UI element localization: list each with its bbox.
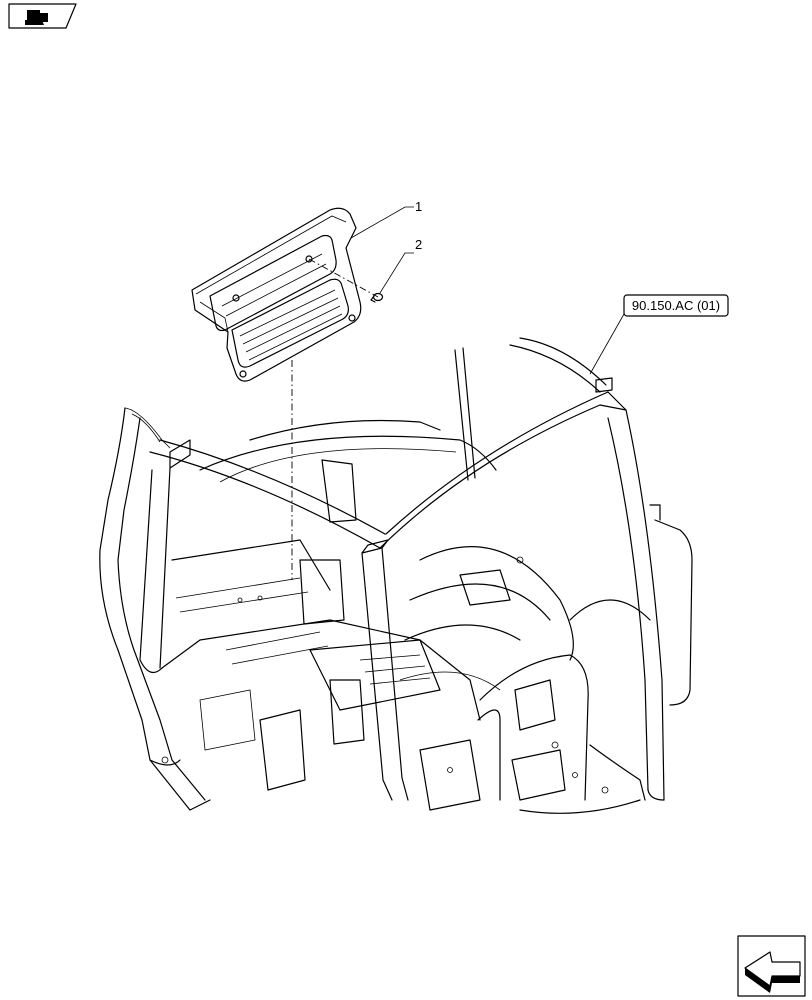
callout-2: 2 (415, 237, 422, 252)
callout-1: 1 (415, 199, 422, 214)
leader-line-2 (379, 252, 414, 294)
cab-frame (99, 337, 693, 814)
screw-part (370, 292, 384, 303)
leader-line-1 (350, 206, 414, 239)
page-flag-icon (8, 3, 77, 29)
assembly-line-screw (308, 258, 379, 298)
panel-part (191, 207, 362, 382)
reference-callout[interactable]: 90.150.AC (01) (623, 294, 729, 317)
next-page-arrow-icon[interactable] (737, 935, 806, 997)
reference-label: 90.150.AC (01) (632, 298, 720, 313)
leader-line-reference (589, 313, 625, 375)
